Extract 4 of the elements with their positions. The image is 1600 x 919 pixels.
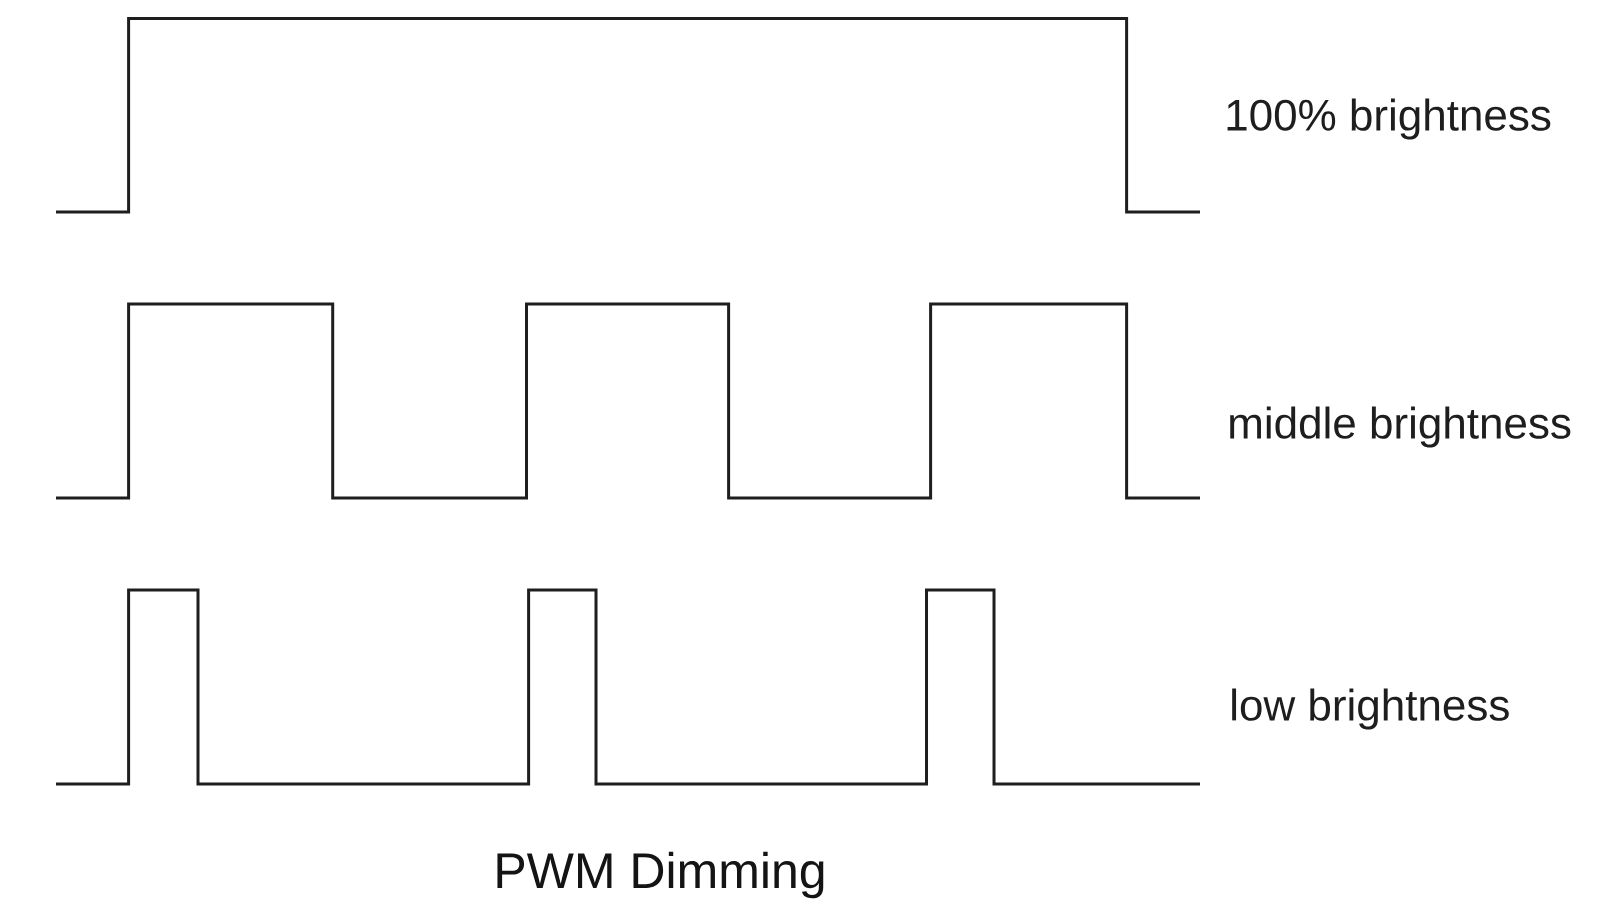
waveform-label: 100% brightness xyxy=(1227,98,1551,140)
waveform-label: middle brightness xyxy=(1230,406,1571,448)
waveform-label: low brightness xyxy=(1232,688,1509,730)
caption: PWM Dimming xyxy=(497,851,824,899)
